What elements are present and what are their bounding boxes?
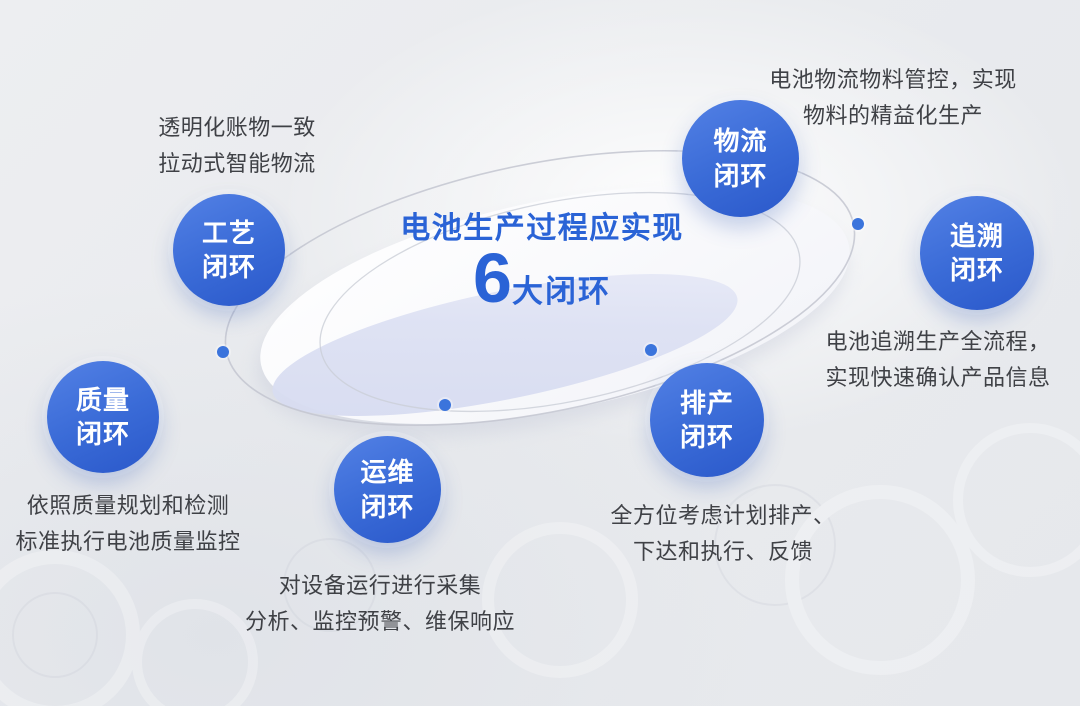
desc-line: 物料的精益化生产 [802,103,983,128]
orbit-dot [439,399,451,411]
node-label: 运维闭环 [360,457,415,522]
desc-operations-loop: 对设备运行进行采集 分析、监控预警、维保响应 [200,568,560,640]
desc-scheduling-loop: 全方位考虑计划排产、 下达和执行、反馈 [553,498,893,570]
desc-line: 标准执行电池质量监控 [15,529,241,554]
desc-line: 透明化账物一致 [158,115,316,140]
title-line1: 电池生产过程应实现 [400,212,684,245]
node-logistics-loop: 物流闭环 [682,100,799,217]
desc-traceability-loop: 电池追溯生产全流程， 实现快速确认产品信息 [738,324,1080,396]
orbit-dot [645,344,657,356]
title-suffix: 大闭环 [511,274,611,309]
orbit-dot [852,218,864,230]
desc-line: 全方位考虑计划排产、 [610,503,836,528]
node-label: 排产闭环 [679,387,734,452]
node-traceability-loop: 追溯闭环 [920,196,1034,310]
desc-line: 电池物流物料管控，实现 [769,67,1017,92]
title-big-number: 6 [473,239,512,317]
desc-process-loop: 透明化账物一致 拉动式智能物流 [67,110,407,182]
node-process-loop: 工艺闭环 [173,194,285,306]
desc-line: 对设备运行进行采集 [278,573,482,598]
node-operations-loop: 运维闭环 [334,436,441,543]
desc-line: 实现快速确认产品信息 [825,365,1051,390]
node-quality-loop: 质量闭环 [47,361,159,473]
node-scheduling-loop: 排产闭环 [650,363,764,477]
node-label: 工艺闭环 [201,217,256,282]
desc-logistics-loop: 电池物流物料管控，实现 物料的精益化生产 [693,62,1080,134]
desc-line: 拉动式智能物流 [158,151,316,176]
node-label: 质量闭环 [75,384,130,449]
desc-line: 电池追溯生产全流程， [825,329,1051,354]
orbit-dot [217,346,229,358]
node-label: 追溯闭环 [949,220,1004,285]
desc-line: 依照质量规划和检测 [26,493,230,518]
desc-quality-loop: 依照质量规划和检测 标准执行电池质量监控 [0,488,288,560]
desc-line: 分析、监控预警、维保响应 [244,609,515,634]
desc-line: 下达和执行、反馈 [632,539,813,564]
node-label: 物流闭环 [713,126,768,191]
